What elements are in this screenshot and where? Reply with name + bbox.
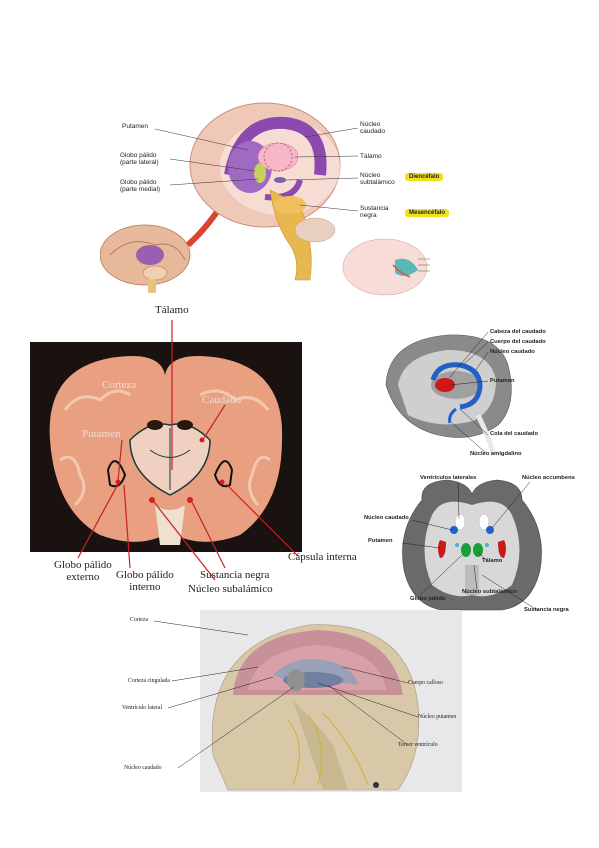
label-putamen: Putamen [368,538,393,544]
label-cuerpo-calloso: Cuerpo calloso [408,680,443,686]
panel-basal-ganglia-illustration: Putamen Globo pálido (parte lateral) Glo… [100,95,465,305]
tag-diencephalon: Diencéfalo [405,173,444,181]
label-putamen: Putamen [122,123,149,130]
label-thalamus: Tálamo [360,153,382,160]
label-nucleo-putamen: Núcleo putamen [418,714,457,720]
panel-coronal-diagram: Ventrículos laterales Núcleo accumbens N… [362,470,577,620]
label-globus-pallidus-medial: Globo pálido (parte medial) [120,179,161,194]
label-caudate-nucleus: Núcleo caudado [360,121,385,136]
label-globo-palido: Globo pálido [410,596,446,602]
label-globus-pallidus-lateral: Globo pálido (parte lateral) [120,152,159,167]
label-sustancia-negra: Sustancia negra [524,607,569,613]
label-nucleo-subtalamico: Núcleo subtalámico [462,589,517,595]
label-globo-palido-interno: Globo pálido interno [116,569,174,594]
label-capsula-interna: Cápsula interna [288,551,357,563]
label-subthalamic-nucleus: Núcleo subtalámico [360,172,395,187]
label-nucleo-accumbens: Núcleo accumbens [522,475,575,481]
sagittal-diagram [385,331,512,454]
basal-ganglia-illustration [100,102,430,296]
label-corteza: Corteza [130,617,149,623]
panel-skull-3d: Corteza Corteza cingulada Ventrículo lat… [118,605,488,795]
label-substantia-nigra: Sustancia negra [360,205,389,220]
panel-sagittal-diagram: Cabeza del caudado Cuerpo del caudado Nú… [378,325,578,465]
skull-3d-rendering [153,610,462,792]
label-nucleo-caudado: Núcleo caudado [490,349,535,355]
label-sustancia-negra: Sustancia negra [200,569,270,581]
panel-coronal-photo: Tálamo Corteza Caudado Putamen Globo pál… [20,300,380,605]
label-talamo: Tálamo [482,558,503,564]
label-caudado: Caudado [202,394,242,406]
tag-mesencephalon: Mesencéfalo [405,209,450,217]
label-ventriculo-lateral: Ventrículo lateral [122,705,163,711]
label-cuerpo-caudado: Cuerpo del caudado [490,339,546,345]
label-nucleo-caudado: Núcleo caudado [364,515,409,521]
label-putamen: Putamen [490,378,515,384]
label-globo-palido-externo: Globo pálido externo [54,559,112,584]
label-talamo: Tálamo [155,304,189,316]
label-cabeza-caudado: Cabeza del caudado [490,329,546,335]
label-nucleo-amigdalino: Núcleo amigdalino [470,451,522,457]
label-cola-caudado: Cola del caudado [490,431,538,437]
label-corteza-cingulada: Corteza cingulada [128,678,171,684]
label-tercer-ventriculo: Tercer ventrículo [398,742,438,748]
label-putamen: Putamen [82,428,121,440]
coronal-diagram [401,479,542,611]
label-ventriculos-laterales: Ventrículos laterales [420,475,477,481]
label-nucleo-caudado: Núcleo caudado [124,765,162,771]
label-nucleo-subtalamico: Núcleo subalámico [188,583,273,595]
label-corteza: Corteza [102,379,137,391]
coronal-brain-photo [30,320,302,581]
